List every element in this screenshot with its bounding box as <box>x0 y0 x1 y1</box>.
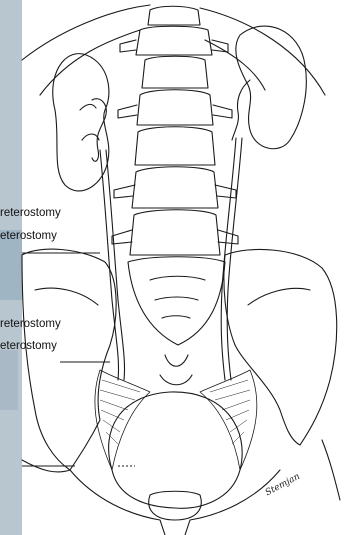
label-neoureterostomy-lower: eterostomy <box>0 340 57 353</box>
label-neoureterostomy-upper: eterostomy <box>0 230 57 243</box>
label-ureterostomy-lower: reterostomy <box>0 318 61 331</box>
label-ureterostomy-upper: reterostomy <box>0 207 61 220</box>
drawing-paper <box>22 0 345 535</box>
